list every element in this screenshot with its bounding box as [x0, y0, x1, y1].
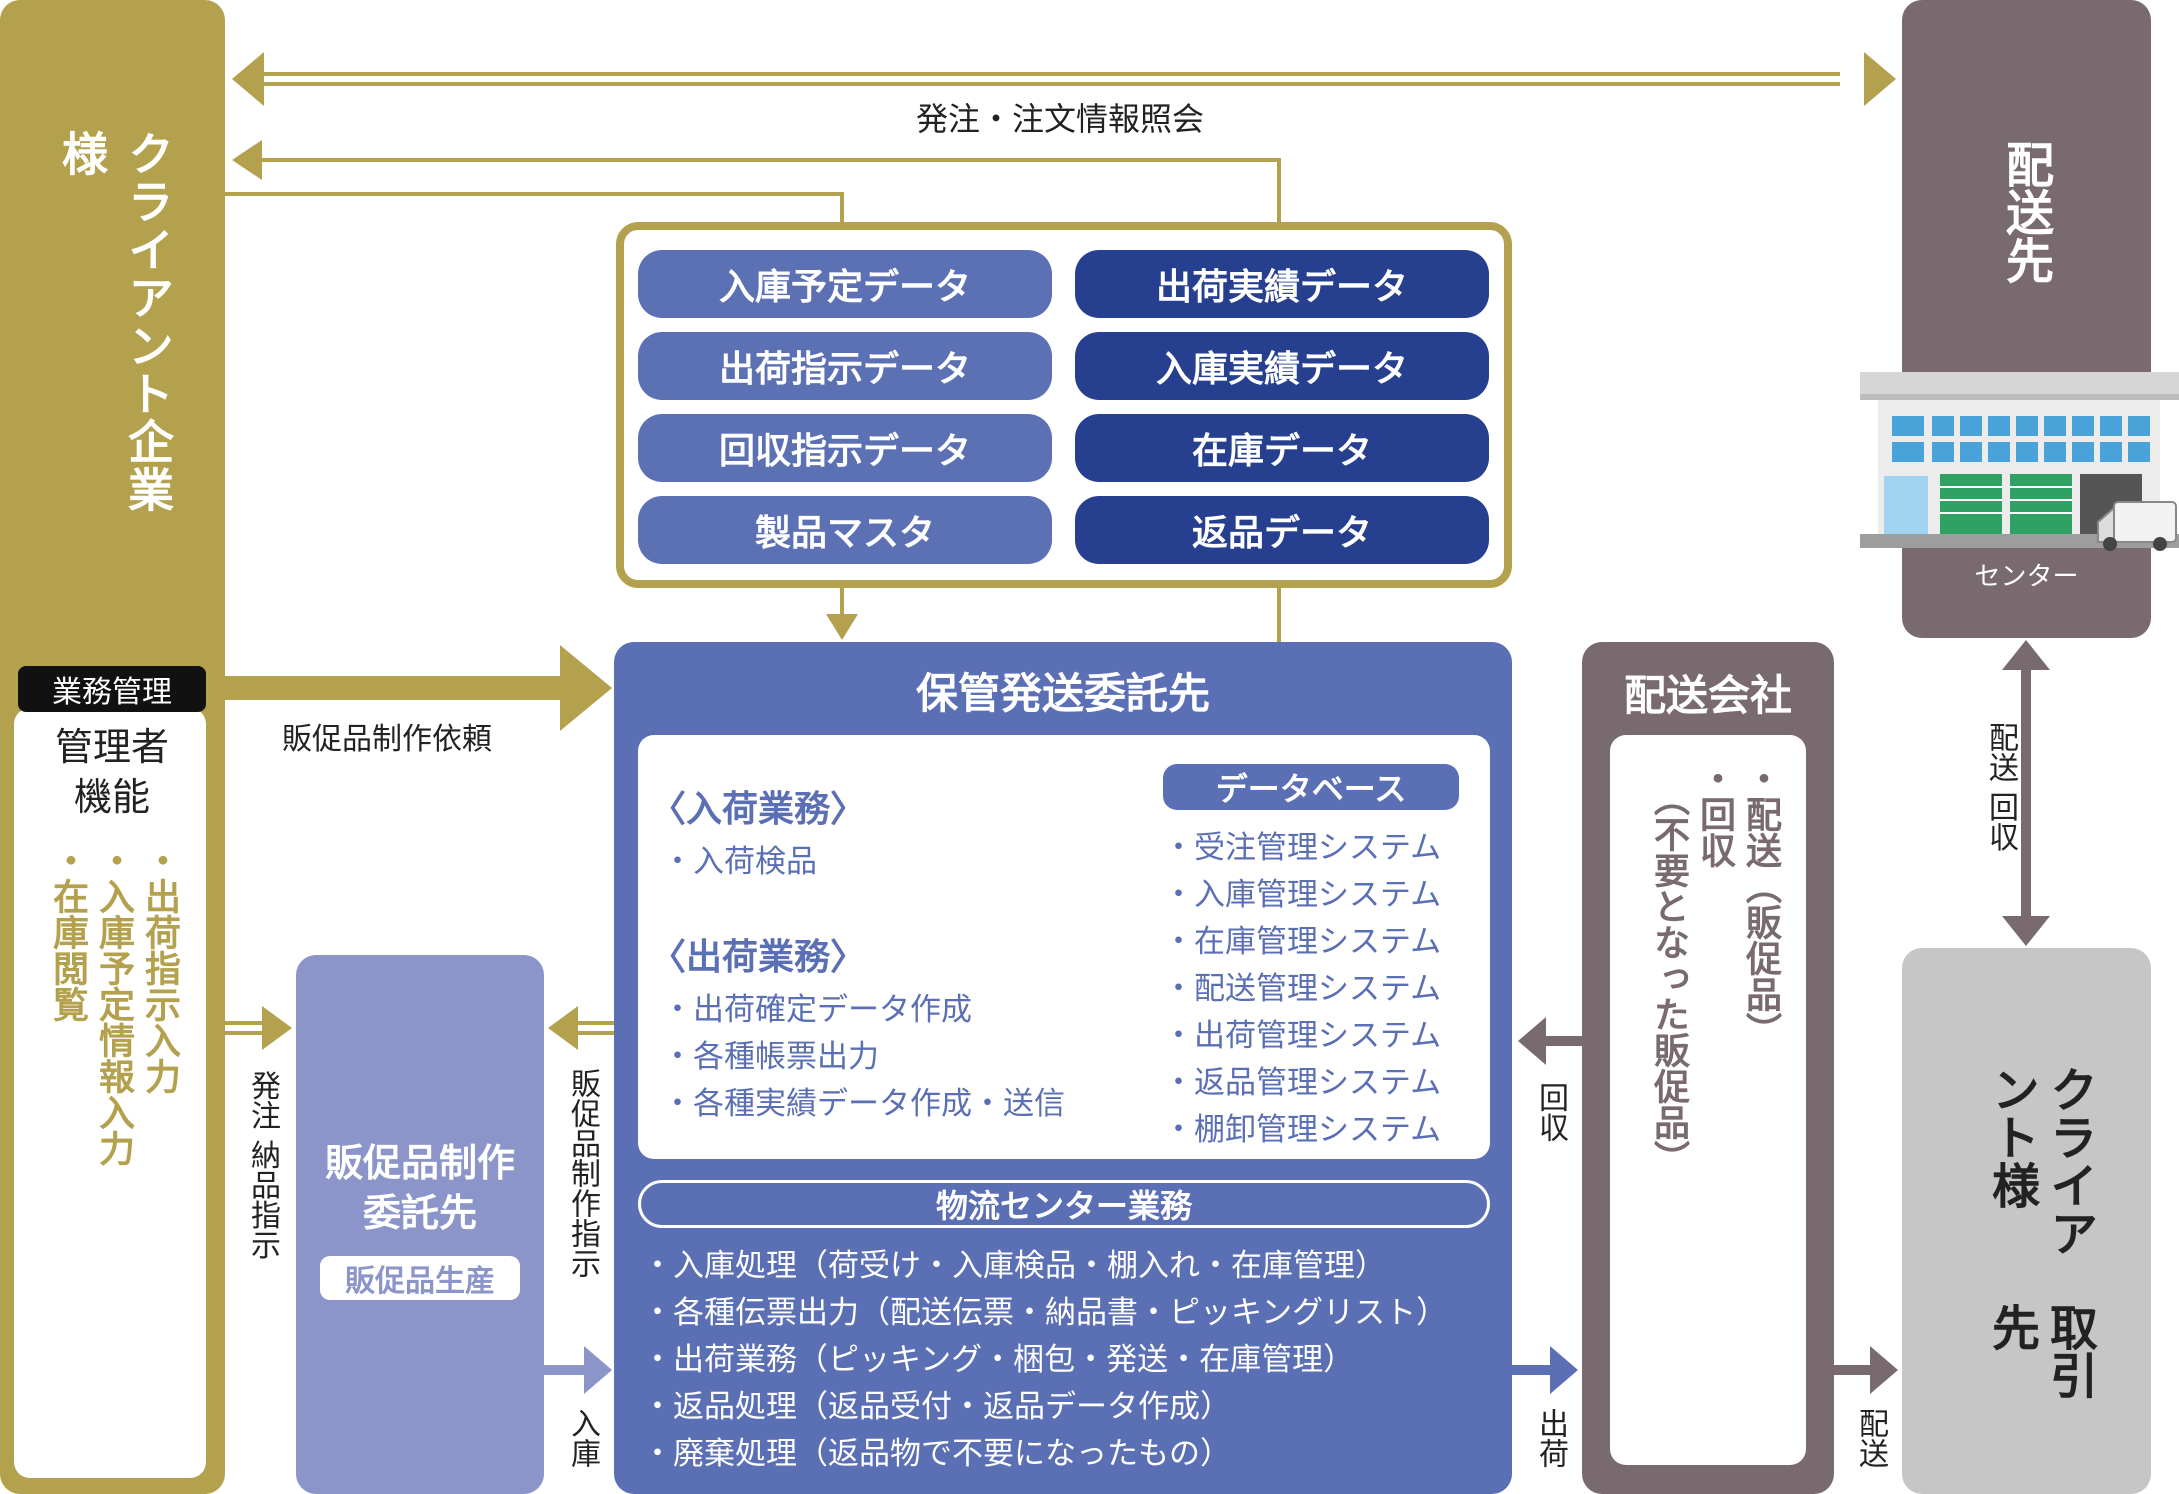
deliver-collect-double-arrow — [2002, 640, 2050, 946]
data-pill-collect-instruction: 回収指示データ — [638, 414, 1052, 482]
ship-arrow — [1512, 1346, 1578, 1394]
logistics-center-badge: 物流センター業務 — [638, 1180, 1490, 1228]
data-pill-product-master: 製品マスタ — [638, 496, 1052, 564]
logistics-item-disposal: ・廃棄処理（返品物で不要になったもの） — [642, 1436, 1231, 1472]
database-badge: データベース — [1163, 764, 1459, 810]
promo-title-line1: 販促品制作 — [324, 1141, 515, 1185]
receiving-section-title: 〈入荷業務〉 — [650, 789, 867, 830]
delivery-company-unneeded: （不要となった販促品） — [1648, 780, 1689, 1176]
logistics-item-returns: ・返品処理（返品受付・返品データ作成） — [642, 1389, 1231, 1425]
db-item-inbound: ・入庫管理システム — [1163, 877, 1442, 913]
warehouse-building-icon — [1860, 372, 2179, 551]
data-pill-shipping-result: 出荷実績データ — [1075, 250, 1489, 318]
shipping-item-results: ・各種実績データ作成・送信 — [662, 1086, 1065, 1122]
shipping-section-title: 〈出荷業務〉 — [650, 937, 867, 978]
order-instruction-arrow — [225, 1006, 292, 1050]
deliver-arrow — [1834, 1346, 1898, 1394]
promo-instruction-arrow — [548, 1006, 614, 1050]
ship-label: 出荷 — [1533, 1408, 1568, 1468]
db-item-delivery: ・配送管理システム — [1163, 971, 1442, 1007]
client-customer-title-line2: 取引先 — [1983, 1303, 2097, 1399]
deliver-collect-label: 配送 回収 — [1983, 722, 2018, 852]
shipping-item-forms: ・各種帳票出力 — [662, 1039, 879, 1075]
inbound-arrow — [544, 1346, 612, 1394]
delivery-company-title: 配送会社 — [1623, 671, 1792, 720]
feature-inbound-plan: ・入庫予定情報入力 — [93, 842, 134, 1166]
delivery-company-collect: ・回収 — [1694, 760, 1735, 868]
delivery-company-card — [1610, 735, 1806, 1465]
admin-function-line1: 管理者 — [54, 725, 169, 769]
promo-title-line2: 委託先 — [362, 1191, 477, 1235]
inbound-label: 入庫 — [565, 1408, 600, 1468]
business-management-badge: 業務管理 — [18, 666, 206, 712]
client-management-card — [14, 708, 206, 1478]
data-pill-shipping-instruction: 出荷指示データ — [638, 332, 1052, 400]
logistics-item-shipping: ・出荷業務（ピッキング・梱包・発送・在庫管理） — [642, 1342, 1355, 1378]
promo-production-badge: 販促品生産 — [320, 1256, 520, 1300]
client-company-title: クライアント企業様 — [55, 130, 175, 514]
db-item-stocktake: ・棚卸管理システム — [1163, 1112, 1442, 1148]
client-customer-title-line1: クライアント様 — [1983, 1065, 2097, 1257]
shipping-item-confirm-data: ・出荷確定データ作成 — [662, 992, 972, 1028]
destination-title: 配送先 — [1997, 140, 2053, 284]
order-instruction-label: 発注 納品指示 — [245, 1070, 280, 1260]
client-customer-title: クライアント様 取引先 — [1975, 1065, 2105, 1405]
data-pill-inbound-plan: 入庫予定データ — [638, 250, 1052, 318]
db-item-shipping: ・出荷管理システム — [1163, 1018, 1442, 1054]
data-pill-inbound-result: 入庫実績データ — [1075, 332, 1489, 400]
db-item-order: ・受注管理システム — [1163, 830, 1442, 866]
admin-function-label: 管理者 機能 — [18, 722, 206, 822]
promo-production-contractor-panel — [296, 955, 544, 1494]
promo-instruction-label: 販促品制作指示 — [565, 1068, 600, 1278]
db-item-returns: ・返品管理システム — [1163, 1065, 1442, 1101]
logistics-item-inbound: ・入庫処理（荷受け・入庫検品・棚入れ・在庫管理） — [642, 1248, 1386, 1284]
collect-arrow — [1518, 1017, 1582, 1065]
top-flow-label: 発注・注文情報照会 — [916, 100, 1205, 138]
top-double-arrow — [232, 52, 1896, 106]
data-pill-returns: 返品データ — [1075, 496, 1489, 564]
deliver-label: 配送 — [1853, 1408, 1888, 1468]
collect-label: 回収 — [1533, 1082, 1568, 1142]
center-label: センター — [1974, 562, 2079, 592]
promo-request-label: 販促品制作依頼 — [282, 722, 492, 757]
feature-inventory-view: ・在庫閲覧 — [47, 842, 88, 1022]
truck-icon — [2097, 501, 2177, 551]
promo-production-contractor-title: 販促品制作 委託先 — [296, 1138, 544, 1238]
receiving-item: ・入荷検品 — [662, 844, 817, 880]
promo-request-arrow — [225, 645, 612, 731]
storage-shipping-contractor-title: 保管発送委託先 — [915, 669, 1210, 718]
client-customer-panel — [1902, 948, 2151, 1494]
data-pill-inventory: 在庫データ — [1075, 414, 1489, 482]
admin-function-line2: 機能 — [73, 775, 150, 819]
db-item-inventory: ・在庫管理システム — [1163, 924, 1442, 960]
delivery-company-deliver: ・配送（販促品） — [1740, 760, 1781, 1048]
logistics-item-forms: ・各種伝票出力（配送伝票・納品書・ピッキングリスト） — [642, 1295, 1448, 1331]
feature-shipping-instruction: ・出荷指示入力 — [139, 842, 180, 1094]
